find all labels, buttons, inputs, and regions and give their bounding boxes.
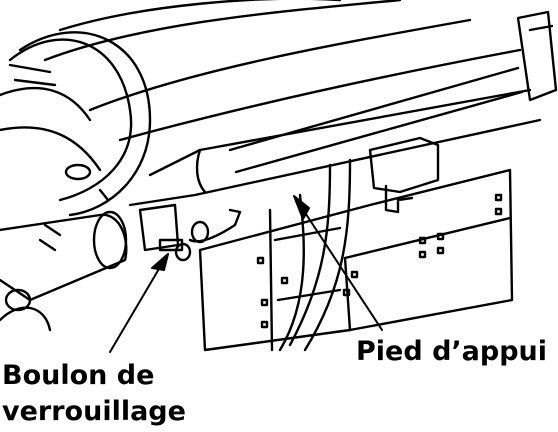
callout-boulon-line2: verrouillage xyxy=(2,396,186,427)
rail-tube xyxy=(228,10,558,174)
machine-upper-body xyxy=(43,0,542,207)
arrowhead-boulon xyxy=(151,253,169,271)
callout-pied-appui: Pied d’appui xyxy=(356,336,548,367)
support-foot xyxy=(198,136,514,352)
callout-boulon-line1: Boulon de xyxy=(2,360,155,391)
hydraulic-hoses xyxy=(0,31,152,217)
leader-lines xyxy=(109,195,383,353)
locking-bolt xyxy=(138,203,242,262)
arrowhead-pied-appui xyxy=(293,195,310,220)
leader-line-boulon xyxy=(109,261,164,353)
hydraulic-cylinder xyxy=(0,163,128,332)
leader-line-pied-appui xyxy=(299,204,383,331)
